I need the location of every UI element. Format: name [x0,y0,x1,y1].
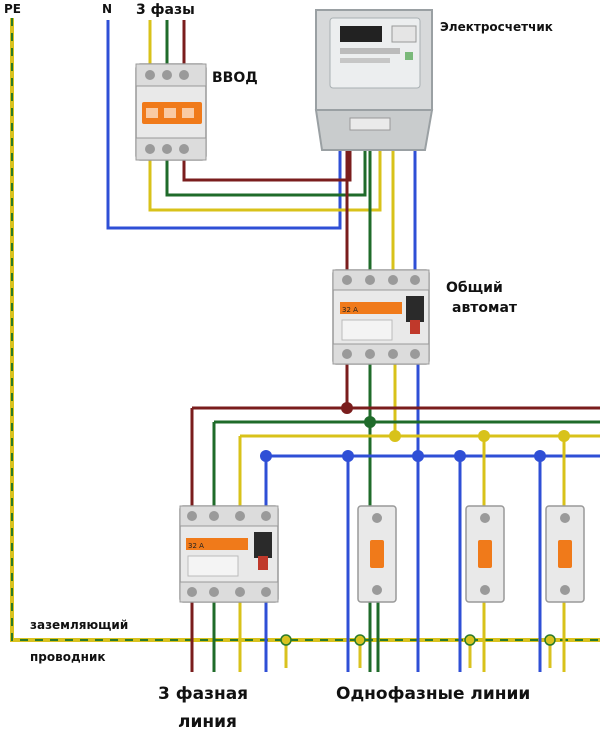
input-wires [106,20,342,230]
main-rcd-rating: 32 A [342,306,358,314]
pe-label: PE [4,2,21,16]
pe-junction [280,634,292,646]
three-phase-line-label-line1: 3 фазная [158,684,249,704]
single-pole-breaker [465,505,505,603]
bus-junction [412,450,424,462]
pe-junction [464,634,476,646]
three-phase-rcd [179,505,279,603]
vvod-breaker [135,63,207,161]
single-phase-output-wires [376,600,566,672]
neutral-label: N [102,2,113,16]
bus-junction [478,430,490,442]
vvod-label: ВВОД [212,70,258,86]
pe-wire [10,18,600,668]
single-pole-breaker [357,505,397,603]
main-breaker-label-line2: автомат [452,300,518,316]
bus-junction [454,450,466,462]
main-breaker-label-line1: Общий [446,280,503,296]
bus-junction [342,450,354,462]
meter-label: Электросчетчик [440,20,553,34]
pe-junction [544,634,556,646]
main-rcd [332,269,430,365]
bus-junction [389,430,401,442]
single-pole-breaker [545,505,585,603]
ground-conductor-label-line1: заземляющий [30,618,129,632]
three-phase-rcd-rating: 32 A [188,542,204,550]
bus-junction [364,416,376,428]
bus-junction [534,450,546,462]
three-phase-output-wires [190,600,268,672]
bus-junction [341,402,353,414]
single-phase-lines-label: Однофазные линии [336,684,531,704]
bus-junction [558,430,570,442]
pe-junction [354,634,366,646]
bus-junction [260,450,272,462]
vvod-to-meter-wires [148,150,382,212]
ground-conductor-label-line2: проводник [30,650,106,664]
three-phase-line-label-line2: линия [178,712,237,732]
phases-label: 3 фазы [136,2,195,18]
meter-to-main-wires [345,150,417,272]
electricity-meter [314,9,434,151]
